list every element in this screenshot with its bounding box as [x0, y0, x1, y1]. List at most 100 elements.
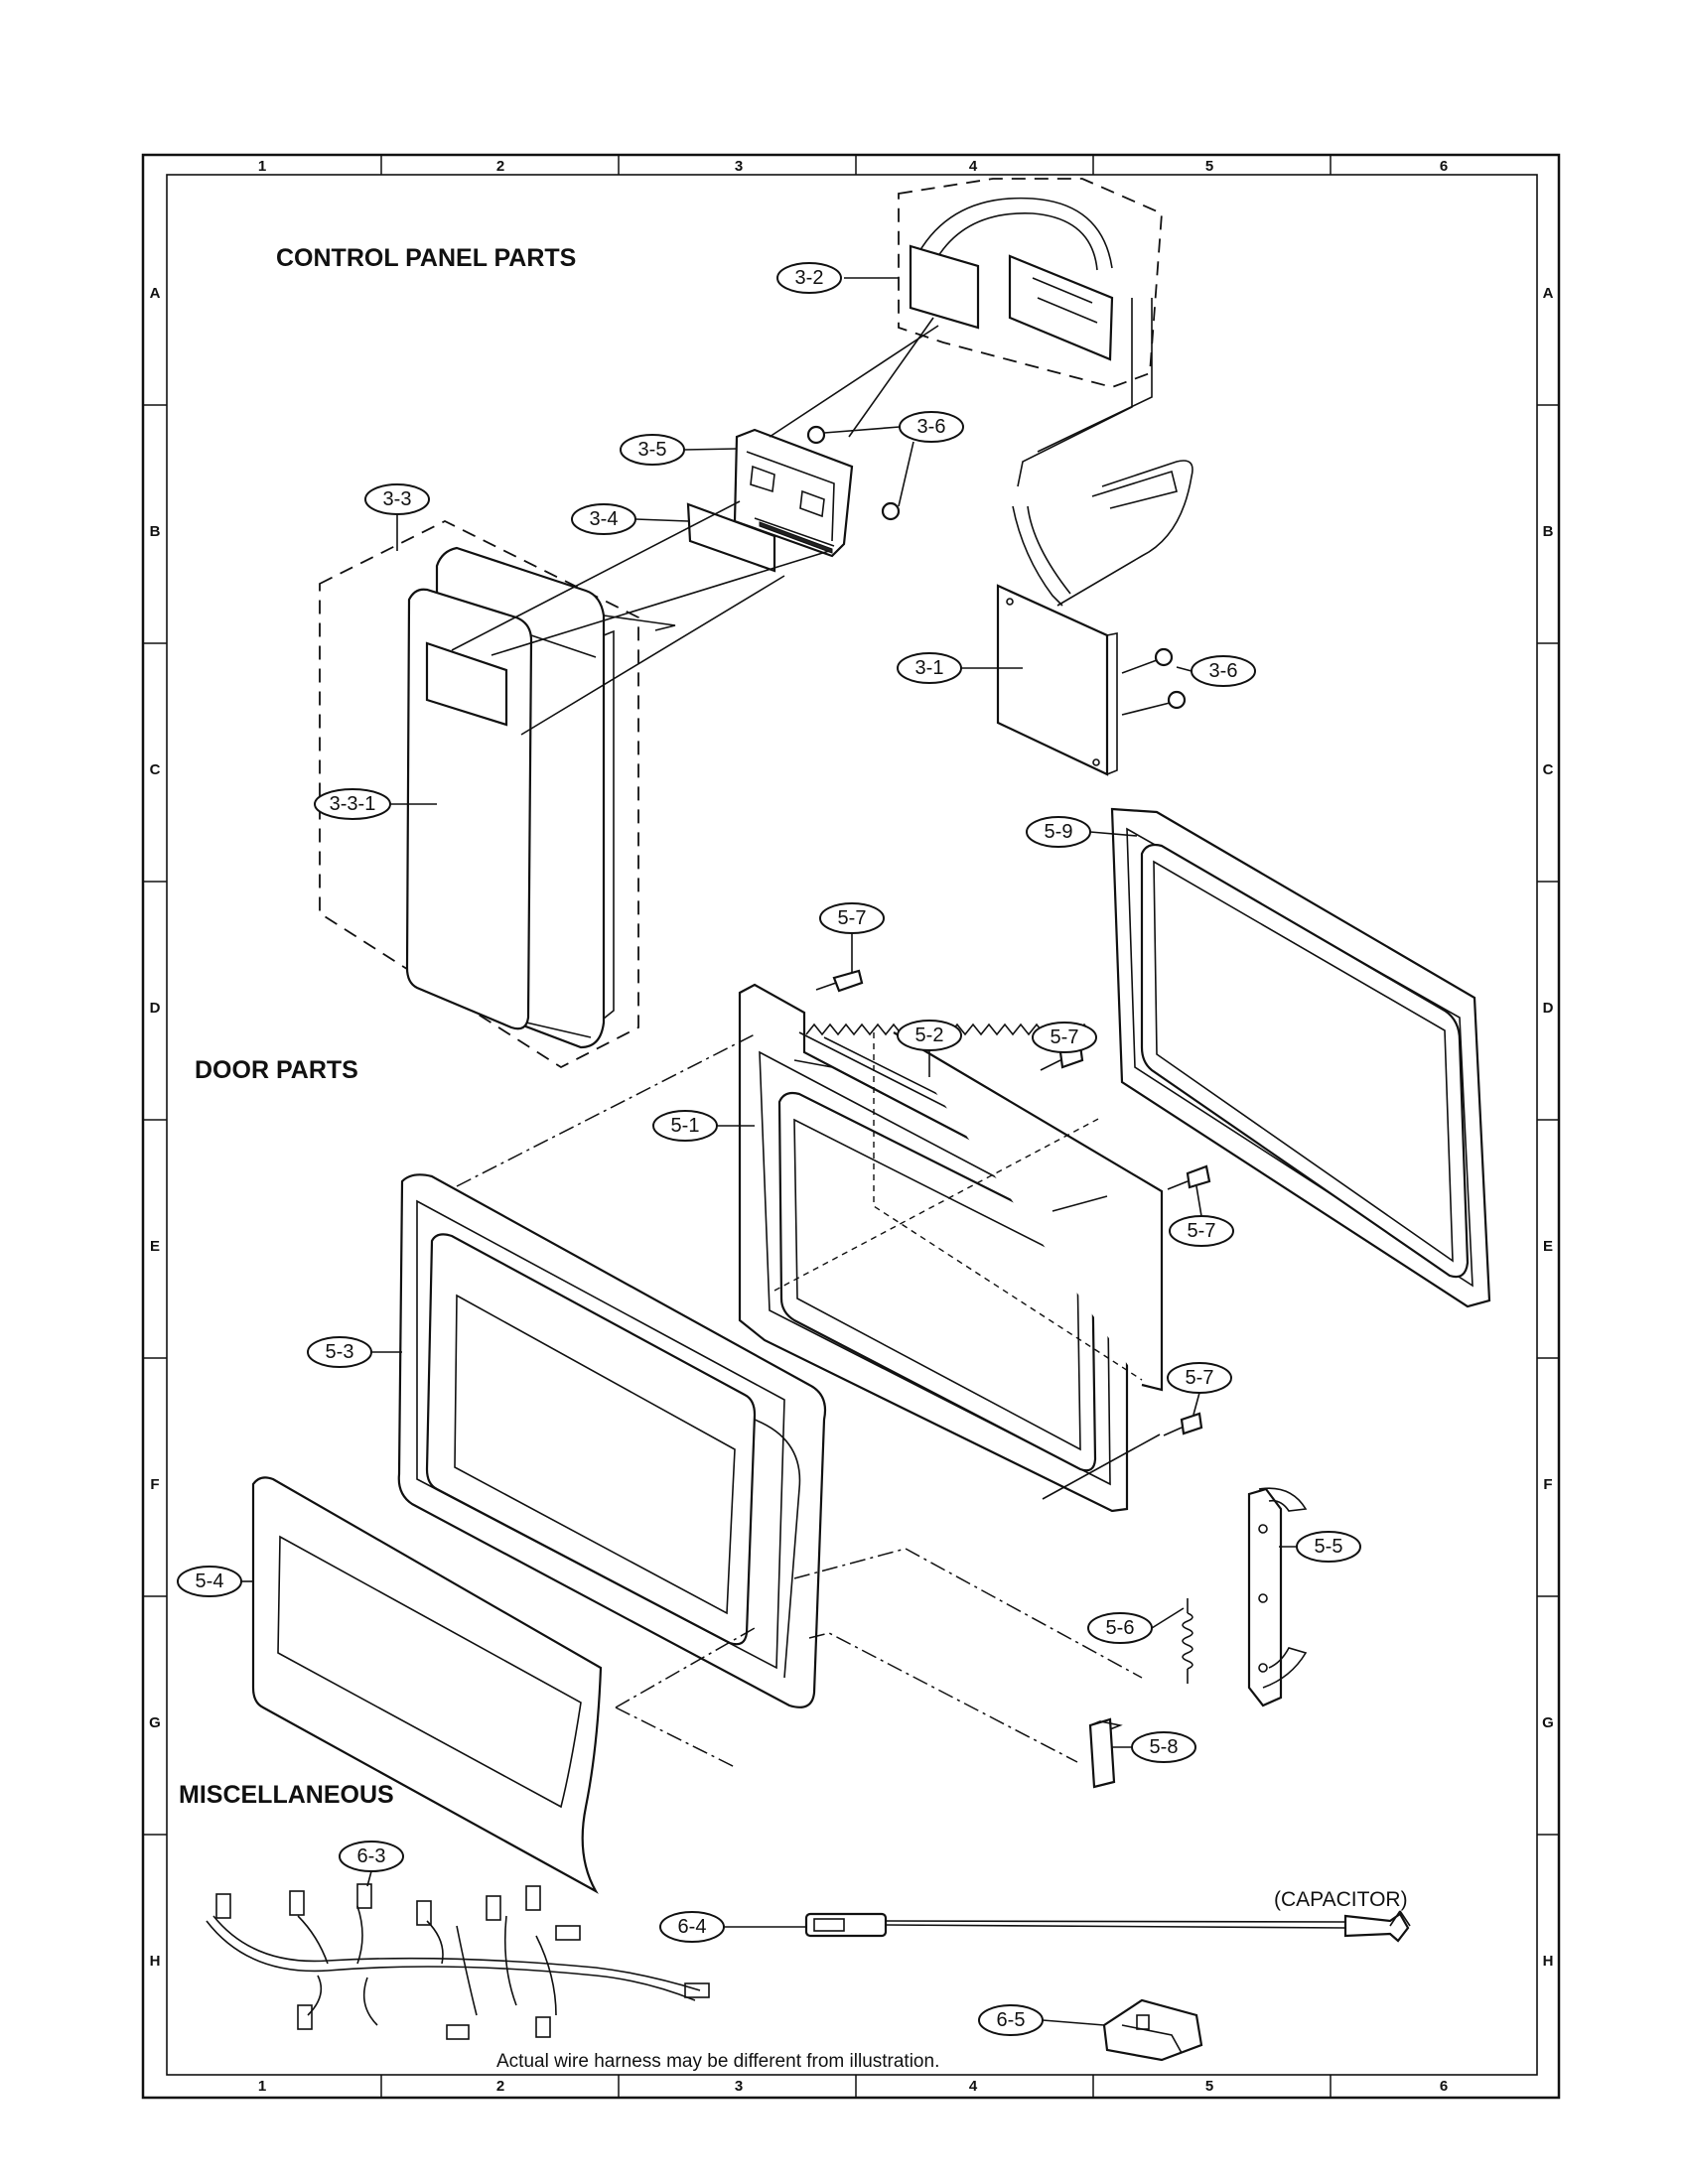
svg-text:5-8: 5-8 [1150, 1736, 1179, 1758]
capacitor-label: (CAPACITOR) [1274, 1888, 1408, 1911]
part-5-4-panel [251, 1476, 603, 1894]
callout-5-8: 5-8 [1112, 1731, 1196, 1763]
row-label: E [1543, 1238, 1553, 1255]
col-label: 5 [1205, 2078, 1213, 2095]
row-label: D [150, 1000, 161, 1017]
svg-text:5-7: 5-7 [1188, 1220, 1216, 1242]
drawing-frame [141, 153, 1561, 2100]
door-assembly-lines [456, 1032, 1161, 1768]
svg-text:6-3: 6-3 [357, 1845, 386, 1867]
column-labels-top: 1 2 3 4 5 6 [258, 158, 1448, 175]
svg-text:3-3-1: 3-3-1 [330, 793, 376, 815]
col-label: 5 [1205, 158, 1213, 175]
grid-ticks [143, 155, 1559, 2098]
col-label: 6 [1440, 2078, 1448, 2095]
part-5-9-frame [1110, 807, 1491, 1308]
row-labels-right: A B C D E F G H [1542, 285, 1554, 1970]
part-5-6-spring [1182, 1598, 1193, 1684]
part-6-4-capacitor [804, 1912, 1410, 1943]
callout-3-6-b: 3-6 [1176, 655, 1256, 687]
control-panel-leaders [451, 317, 939, 736]
callout-3-5: 3-5 [620, 434, 738, 466]
col-label: 2 [496, 158, 504, 175]
row-label: C [150, 761, 161, 778]
svg-text:5-7: 5-7 [1186, 1367, 1214, 1389]
svg-text:5-1: 5-1 [671, 1115, 700, 1137]
col-label: 4 [969, 2078, 978, 2095]
part-3-3-panel [319, 519, 676, 1069]
svg-text:5-7: 5-7 [1051, 1026, 1079, 1048]
section-title-control-panel: CONTROL PANEL PARTS [276, 244, 576, 272]
callout-5-3: 5-3 [307, 1336, 402, 1368]
part-5-3-door [397, 1173, 827, 1708]
callout-6-4: 6-4 [659, 1911, 806, 1943]
row-label: F [150, 1476, 159, 1493]
part-6-3-harness [206, 1883, 710, 2040]
row-label: F [1543, 1476, 1552, 1493]
callout-5-7-b: 5-7 [1032, 1022, 1097, 1053]
part-3-2-group [898, 178, 1163, 388]
callout-5-2: 5-2 [897, 1020, 962, 1077]
svg-text:6-5: 6-5 [997, 2009, 1026, 2031]
svg-text:3-4: 3-4 [590, 508, 619, 530]
part-3-1-board [996, 298, 1193, 776]
row-label: C [1543, 761, 1554, 778]
callout-3-4: 3-4 [571, 503, 689, 535]
col-label: 4 [969, 158, 978, 175]
part-3-5-bracket [686, 425, 901, 573]
svg-text:5-4: 5-4 [196, 1570, 224, 1592]
col-label: 2 [496, 2078, 504, 2095]
svg-text:3-6: 3-6 [1209, 660, 1238, 682]
callout-5-1: 5-1 [652, 1110, 755, 1142]
callout-3-3: 3-3 [364, 483, 430, 551]
svg-text:5-7: 5-7 [838, 907, 867, 929]
svg-text:3-2: 3-2 [795, 267, 824, 289]
svg-text:6-4: 6-4 [678, 1916, 707, 1938]
callout-5-7-a: 5-7 [819, 902, 885, 973]
callout-5-6: 5-6 [1087, 1607, 1185, 1644]
row-label: H [150, 1953, 161, 1970]
row-label: D [1543, 1000, 1554, 1017]
svg-text:3-5: 3-5 [638, 439, 667, 461]
callout-5-7-d: 5-7 [1167, 1362, 1232, 1416]
svg-text:5-6: 5-6 [1106, 1617, 1135, 1639]
callout-5-9: 5-9 [1026, 816, 1138, 848]
section-title-door: DOOR PARTS [195, 1056, 358, 1084]
svg-text:3-3: 3-3 [383, 488, 412, 510]
callout-3-3-1: 3-3-1 [314, 788, 437, 820]
callout-3-6-a: 3-6 [899, 411, 964, 443]
row-label: G [1542, 1714, 1554, 1731]
callout-5-4: 5-4 [177, 1566, 253, 1597]
svg-text:5-3: 5-3 [326, 1341, 354, 1363]
col-label: 1 [258, 158, 266, 175]
col-label: 6 [1440, 158, 1448, 175]
part-5-1-chassis [738, 983, 1164, 1513]
svg-text:5-2: 5-2 [915, 1024, 944, 1046]
callout-5-5: 5-5 [1279, 1531, 1361, 1563]
row-label: A [150, 285, 161, 302]
svg-text:5-5: 5-5 [1315, 1536, 1343, 1558]
part-6-5-bracket [1102, 1998, 1203, 2062]
harness-note: Actual wire harness may be different fro… [496, 2051, 939, 2072]
section-title-misc: MISCELLANEOUS [179, 1781, 394, 1809]
row-label: G [149, 1714, 161, 1731]
svg-text:5-9: 5-9 [1045, 821, 1073, 843]
callout-6-3: 6-3 [339, 1841, 404, 1887]
svg-text:3-1: 3-1 [915, 657, 944, 679]
row-label: E [150, 1238, 160, 1255]
callout-6-5: 6-5 [978, 2004, 1105, 2036]
callout-3-1: 3-1 [897, 652, 1023, 684]
callout-5-7-c: 5-7 [1169, 1185, 1234, 1247]
col-label: 3 [735, 158, 743, 175]
row-label: B [150, 523, 161, 540]
svg-text:3-6: 3-6 [917, 416, 946, 438]
row-label: H [1543, 1953, 1554, 1970]
row-label: A [1543, 285, 1554, 302]
row-label: B [1543, 523, 1554, 540]
part-5-8-block [1088, 1717, 1123, 1789]
part-5-5-latch [1247, 1487, 1308, 1707]
callout-3-2: 3-2 [776, 262, 899, 294]
col-label: 1 [258, 2078, 266, 2095]
column-labels-bottom: 1 2 3 4 5 6 [258, 2078, 1448, 2095]
